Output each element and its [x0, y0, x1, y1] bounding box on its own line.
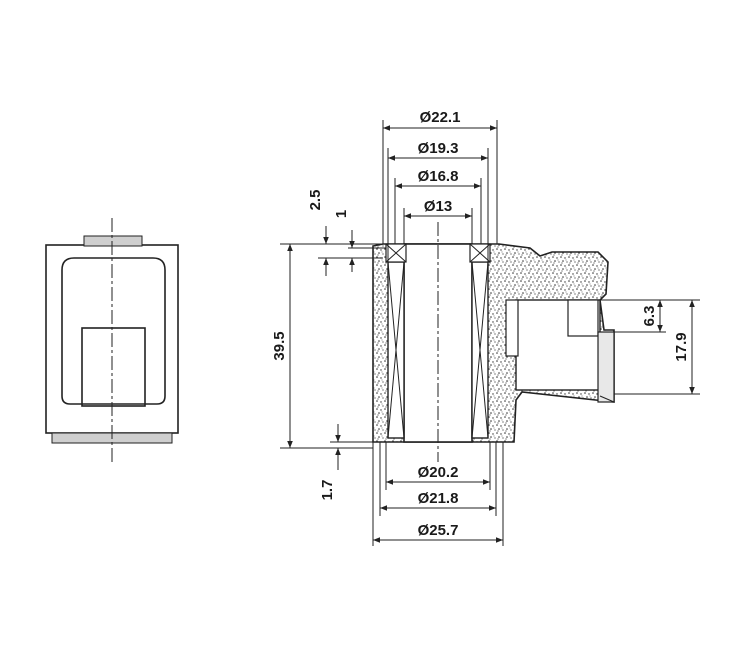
dim-d13: Ø13 [424, 198, 452, 215]
dim-6-3: 6.3 [641, 306, 658, 327]
dim-d16-8: Ø16.8 [418, 168, 459, 185]
dimension-lines [280, 120, 700, 546]
side-view-top-collar [83, 235, 143, 247]
side-view [45, 218, 179, 465]
dim-d21-8: Ø21.8 [418, 490, 459, 507]
dim-d20-2: Ø20.2 [418, 464, 459, 481]
dim-d19-3: Ø19.3 [418, 140, 459, 157]
dim-d25-7: Ø25.7 [418, 522, 459, 539]
dim-1: 1 [333, 210, 350, 218]
terminal-blade [597, 331, 615, 403]
terminal-tab [567, 299, 599, 337]
dim-39-5: 39.5 [271, 331, 288, 360]
side-view-coil-outline [61, 257, 166, 405]
dim-d22-1: Ø22.1 [420, 109, 461, 126]
dimension-labels: Ø22.1 Ø19.3 Ø16.8 Ø13 2.5 1 39.5 1.7 Ø20… [271, 109, 690, 539]
dim-1-7: 1.7 [319, 480, 336, 501]
dim-2-5: 2.5 [307, 190, 324, 211]
section-view [372, 222, 615, 462]
side-view-terminal-plate [81, 327, 146, 407]
dim-17-9: 17.9 [673, 332, 690, 361]
terminal-pin [505, 299, 519, 357]
